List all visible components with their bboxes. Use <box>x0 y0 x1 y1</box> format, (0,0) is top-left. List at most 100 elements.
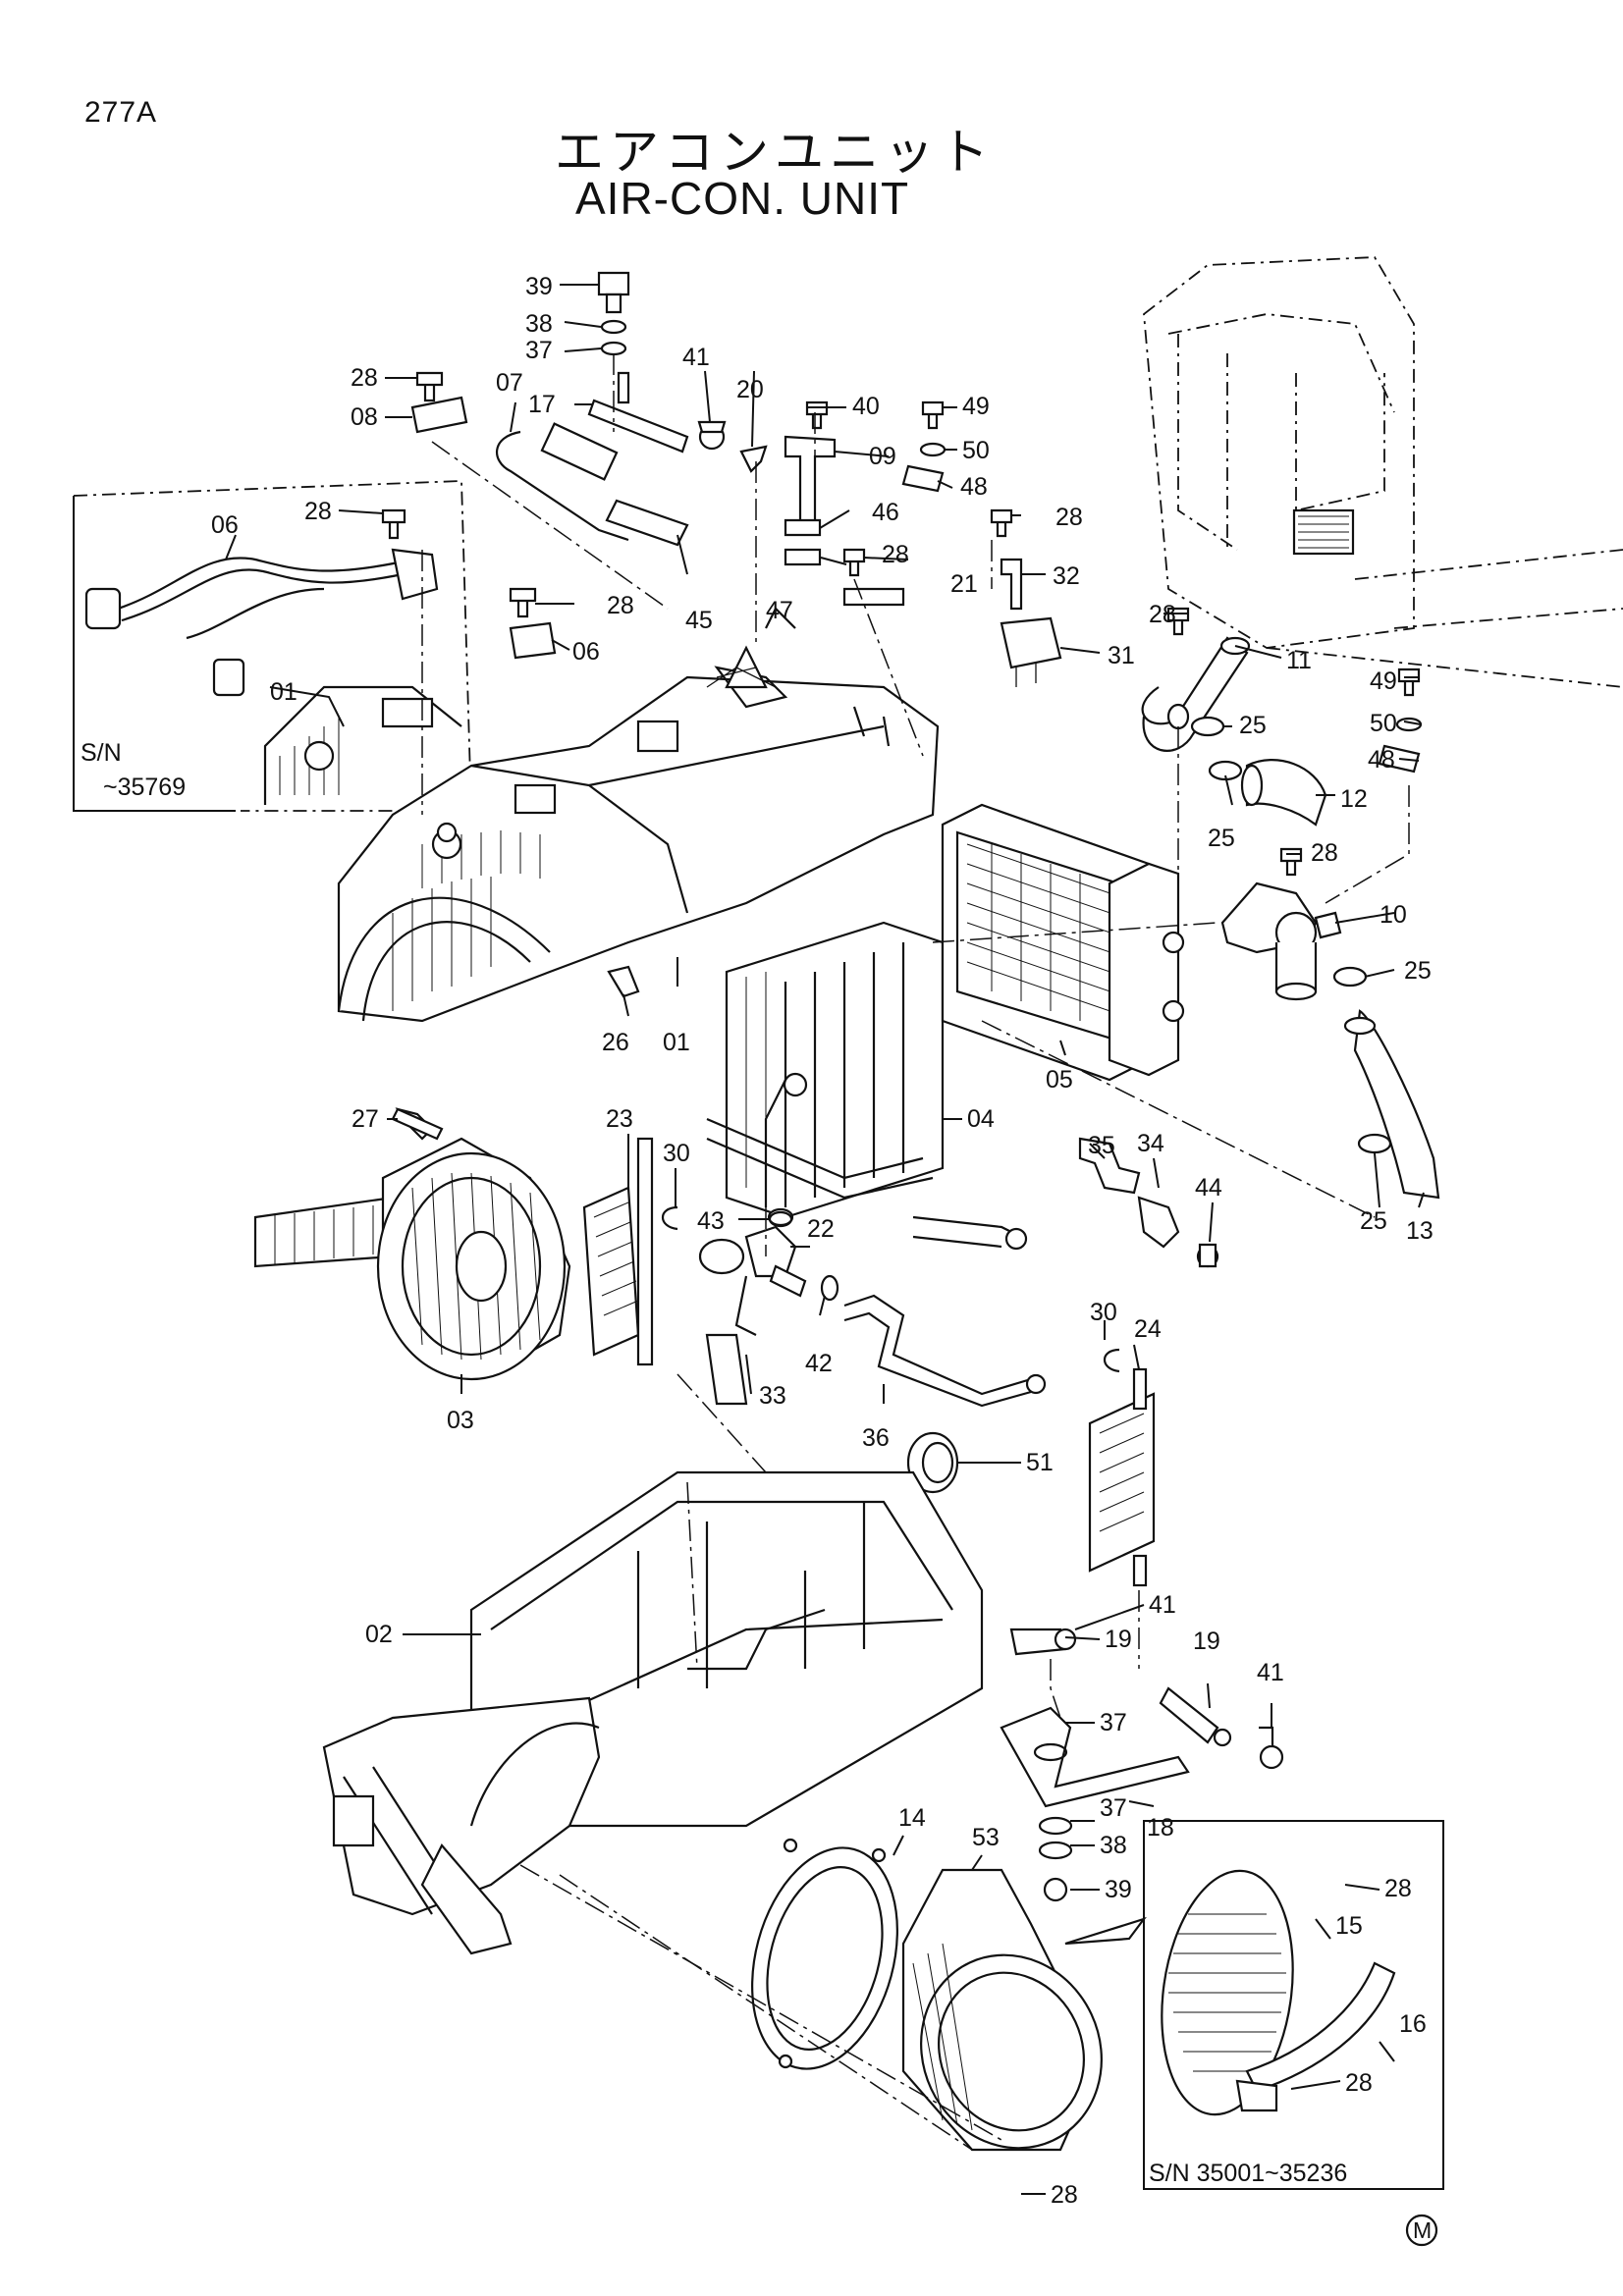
callout-37: 37 <box>1100 1794 1127 1822</box>
callout-28: 28 <box>1311 839 1338 867</box>
callout-39: 39 <box>1105 1876 1132 1903</box>
callout-44: 44 <box>1195 1174 1222 1201</box>
callout-15: 15 <box>1335 1912 1363 1940</box>
callout-41: 41 <box>1257 1659 1284 1686</box>
phantom-lines <box>421 353 1410 2151</box>
callout-38: 38 <box>1100 1832 1127 1859</box>
callout-13: 13 <box>1406 1217 1434 1245</box>
callout-02: 02 <box>365 1621 393 1648</box>
callout-labels: 39 38 37 28 08 07 17 41 20 40 09 49 50 4… <box>211 273 1434 2209</box>
inset-sn-text: S/N 35001~35236 <box>1149 2160 1347 2187</box>
callout-06: 06 <box>211 511 239 539</box>
callout-20: 20 <box>736 376 764 403</box>
inset-early-serial: S/N ~35769 <box>73 480 472 812</box>
callout-37: 37 <box>1100 1709 1127 1736</box>
hose-13 <box>1343 1009 1440 1200</box>
callout-10: 10 <box>1380 901 1407 929</box>
water-valve-10 <box>1220 881 1342 1001</box>
callout-28: 28 <box>607 592 634 619</box>
upper-case-01 <box>337 666 940 1023</box>
callout-17: 17 <box>528 391 556 418</box>
filter-24 <box>1088 1367 1156 1587</box>
hose-11 <box>1141 636 1251 752</box>
callout-25: 25 <box>1239 712 1267 739</box>
callout-30: 30 <box>663 1140 690 1167</box>
title-japanese: エアコンユニット <box>555 124 995 181</box>
callout-40: 40 <box>852 393 880 420</box>
callout-03: 03 <box>447 1407 474 1434</box>
callout-43: 43 <box>697 1207 725 1235</box>
callout-39: 39 <box>525 273 553 300</box>
callout-46: 46 <box>872 499 899 526</box>
callout-34: 34 <box>1137 1130 1164 1157</box>
callout-23: 23 <box>606 1105 633 1133</box>
callout-12: 12 <box>1340 785 1368 813</box>
hose-12 <box>1240 759 1327 827</box>
callout-27: 27 <box>352 1105 379 1133</box>
callout-32: 32 <box>1053 562 1080 590</box>
callout-38: 38 <box>525 310 553 338</box>
callout-18: 18 <box>1147 1814 1174 1842</box>
callout-28: 28 <box>1384 1875 1412 1902</box>
callout-45: 45 <box>685 607 713 634</box>
page-number: 277A <box>84 96 158 129</box>
callout-28: 28 <box>304 498 332 525</box>
callout-08: 08 <box>351 403 378 431</box>
cab-location-sketch <box>1143 256 1623 688</box>
callout-41: 41 <box>682 344 710 371</box>
callout-11: 11 <box>1286 647 1312 674</box>
callout-16: 16 <box>1399 2010 1427 2038</box>
callout-25: 25 <box>1404 957 1432 985</box>
lever-18-19 <box>1000 1628 1284 1902</box>
callout-42: 42 <box>805 1350 833 1377</box>
callout-19: 19 <box>1193 1628 1220 1655</box>
callout-28: 28 <box>882 541 909 568</box>
callout-28: 28 <box>1149 601 1176 628</box>
callout-19: 19 <box>1105 1626 1132 1653</box>
callout-31: 31 <box>1108 642 1135 669</box>
callout-50: 50 <box>1370 710 1397 737</box>
title-english: AIR-CON. UNIT <box>575 173 910 224</box>
callout-47: 47 <box>766 597 793 624</box>
inset-late-serial: S/N 35001~35236 <box>1064 1820 1444 2190</box>
callout-14: 14 <box>898 1804 926 1832</box>
callout-25: 25 <box>1208 825 1235 852</box>
links-34-35 <box>1078 1137 1219 1268</box>
callout-49: 49 <box>962 393 990 420</box>
callout-05: 05 <box>1046 1066 1073 1094</box>
copyright-mark: M <box>1405 2214 1438 2247</box>
expansion-valve-22 <box>698 1225 807 1336</box>
callout-48: 48 <box>1368 746 1395 774</box>
callout-28: 28 <box>1055 504 1083 531</box>
callout-09: 09 <box>869 443 896 470</box>
callout-51: 51 <box>1026 1449 1054 1476</box>
callout-25: 25 <box>1360 1207 1387 1235</box>
callout-33: 33 <box>759 1382 786 1410</box>
callout-49: 49 <box>1370 667 1397 695</box>
callout-41: 41 <box>1149 1591 1176 1619</box>
leader-lines <box>225 284 1425 2195</box>
callout-21: 21 <box>950 570 978 598</box>
actuator-cluster <box>706 607 796 689</box>
callout-01: 01 <box>270 678 298 706</box>
lower-case-02 <box>322 1470 984 1955</box>
callout-26: 26 <box>602 1029 629 1056</box>
callout-06: 06 <box>572 638 600 666</box>
filter-23 <box>582 1137 654 1366</box>
callout-01: 01 <box>663 1029 690 1056</box>
blower-fan-03 <box>253 1137 571 1381</box>
callout-22: 22 <box>807 1215 835 1243</box>
callout-28: 28 <box>1051 2181 1078 2209</box>
inset-sn-label: S/N <box>81 739 122 767</box>
evaporator-04 <box>706 921 1028 1251</box>
heater-core-05 <box>941 803 1185 1082</box>
callout-50: 50 <box>962 437 990 464</box>
ring-14 <box>751 1838 898 2070</box>
inset-sn-range: ~35769 <box>103 774 186 801</box>
hardware <box>381 271 1423 1228</box>
callout-53: 53 <box>972 1824 1000 1851</box>
callout-07: 07 <box>496 369 523 397</box>
callout-28: 28 <box>1345 2069 1373 2097</box>
